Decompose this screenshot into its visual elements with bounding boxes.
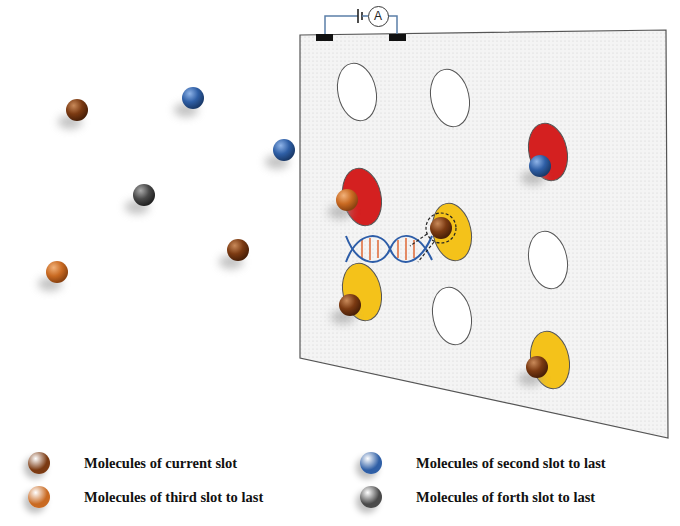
electrode-terminal (389, 34, 406, 41)
membrane-plate (300, 30, 668, 438)
ammeter-label: A (374, 10, 382, 22)
legend-swatch (360, 452, 382, 474)
legend-swatch (28, 452, 50, 474)
legend-text: Molecules of current slot (84, 455, 237, 472)
nanopore (332, 60, 574, 393)
legend-swatch (28, 486, 50, 508)
ammeter-symbol: A (368, 6, 389, 27)
legend-row: Molecules of current slot (28, 452, 237, 474)
legend-text: Molecules of third slot to last (84, 489, 263, 506)
legend-swatch (360, 486, 382, 508)
legend-row: Molecules of forth slot to last (360, 486, 595, 508)
dna-helix (346, 236, 432, 262)
legend-row: Molecules of second slot to last (360, 452, 606, 474)
legend-row: Molecules of third slot to last (28, 486, 263, 508)
molecule-in-pore (336, 155, 551, 378)
molecule (46, 87, 295, 283)
legend-text: Molecules of forth slot to last (416, 489, 595, 506)
highlight-callout (410, 213, 456, 262)
legend-text: Molecules of second slot to last (416, 455, 606, 472)
molecule-shadow (38, 103, 545, 386)
electrode-terminal (316, 34, 333, 41)
battery-symbol (358, 9, 368, 23)
